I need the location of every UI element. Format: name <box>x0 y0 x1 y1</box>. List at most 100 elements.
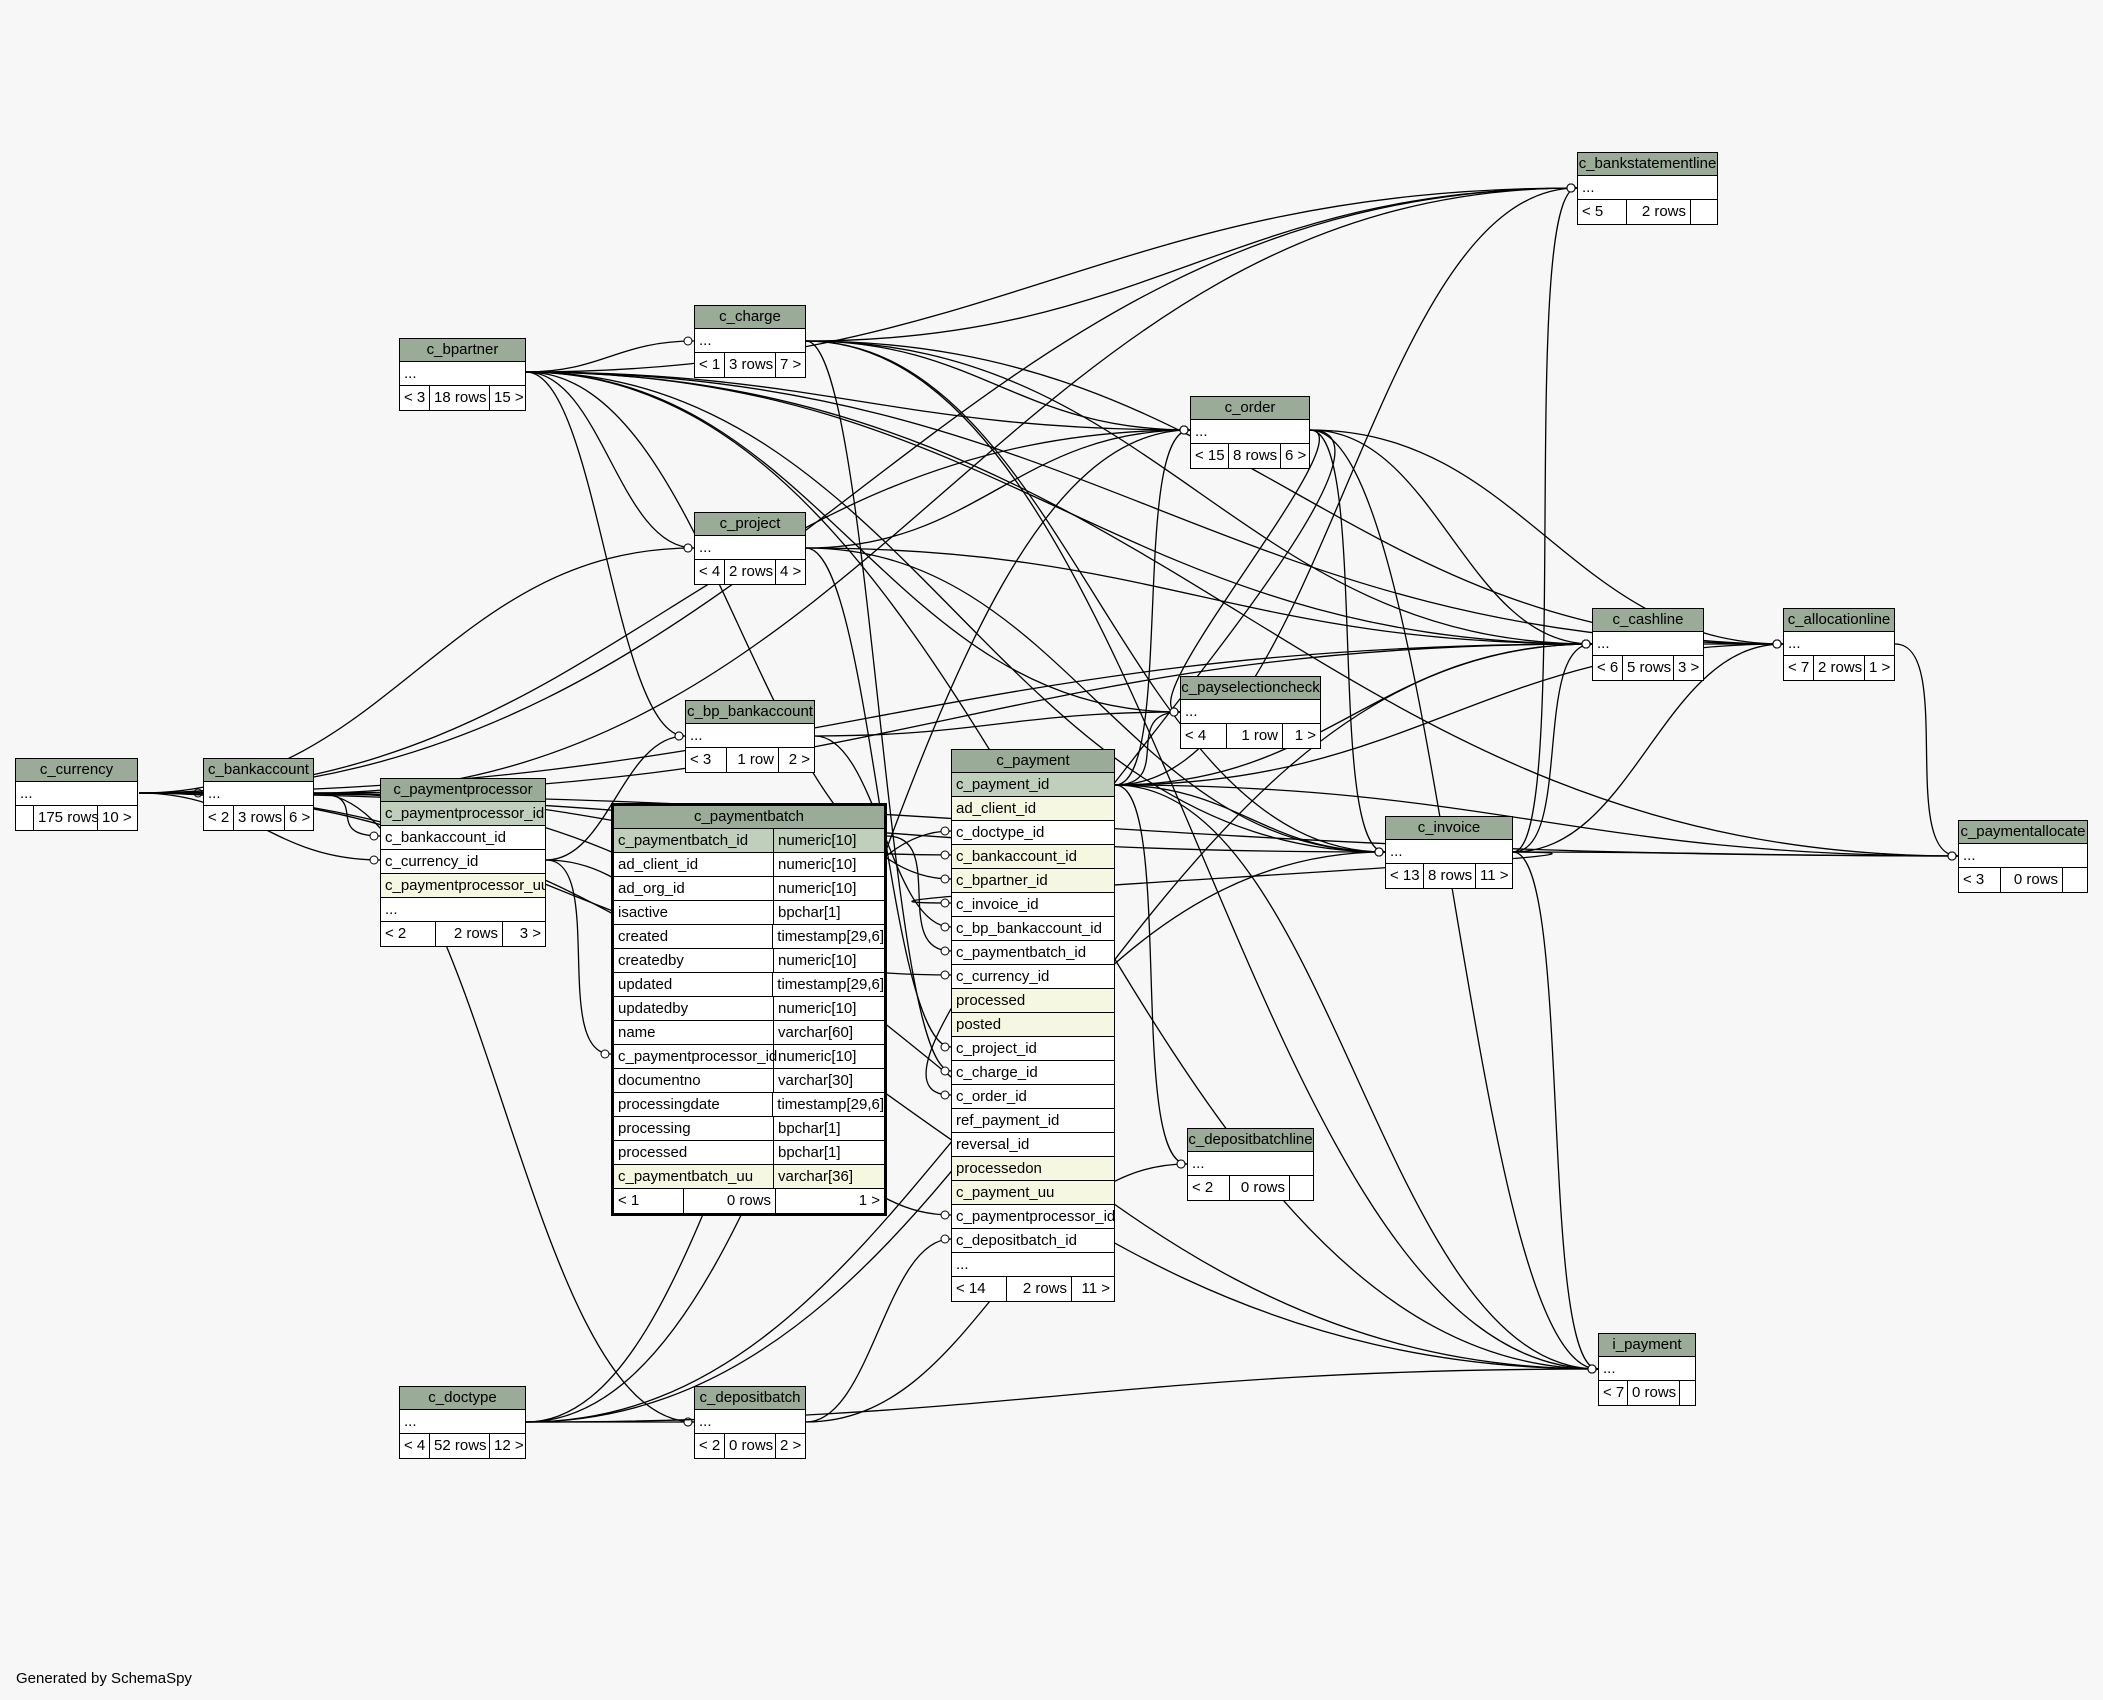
table-title: c_project <box>695 513 805 536</box>
table-footer: < 3 18 rows 15 > <box>400 386 525 410</box>
table-i_payment[interactable]: i_payment ... < 7 0 rows <box>1598 1333 1696 1406</box>
relationship-line <box>805 340 1784 645</box>
column-row: c_bankaccount_id <box>381 826 545 850</box>
table-c_invoice[interactable]: c_invoice ... < 13 8 rows 11 > <box>1385 816 1513 889</box>
row-count: 175 rows <box>34 806 99 830</box>
row-count: 0 rows <box>1230 1176 1290 1200</box>
table-footer: < 14 2 rows 11 > <box>952 1277 1114 1301</box>
table-c_allocationline[interactable]: c_allocationline ... < 7 2 rows 1 > <box>1783 608 1895 681</box>
relationship-line <box>1114 784 1386 853</box>
parents-count: < 3 <box>400 386 430 410</box>
parents-count: < 2 <box>1188 1176 1230 1200</box>
column-name: name <box>614 1021 774 1044</box>
table-footer: < 4 52 rows 12 > <box>400 1434 525 1458</box>
table-c_paymentprocessor[interactable]: c_paymentprocessor c_paymentprocessor_id… <box>380 778 546 947</box>
table-title: c_paymentbatch <box>614 806 884 829</box>
table-c_charge[interactable]: c_charge ... < 1 3 rows 7 > <box>694 305 806 378</box>
column-row: posted <box>952 1013 1114 1037</box>
relationship-line <box>545 859 612 1055</box>
table-c_bpartner[interactable]: c_bpartner ... < 3 18 rows 15 > <box>399 338 526 411</box>
parents-count: < 14 <box>952 1277 1007 1301</box>
table-c_bankstatementline[interactable]: c_bankstatementline ... < 5 2 rows <box>1577 152 1718 225</box>
table-c_project[interactable]: c_project ... < 4 2 rows 4 > <box>694 512 806 585</box>
table-footer: < 5 2 rows <box>1578 200 1717 224</box>
column-row: c_charge_id <box>952 1061 1114 1085</box>
relationship-line <box>313 187 1578 794</box>
table-c_depositbatch[interactable]: c_depositbatch ... < 2 0 rows 2 > <box>694 1386 806 1459</box>
children-count: 2 > <box>780 1437 802 1454</box>
column-row: c_depositbatch_id <box>952 1229 1114 1253</box>
relationship-line <box>525 371 686 737</box>
column-row: processed <box>952 989 1114 1013</box>
ellipsis-row: ... <box>16 782 137 806</box>
column-type: bpchar[1] <box>778 1144 841 1161</box>
table-title: c_payselectioncheck <box>1181 677 1320 700</box>
column-name: created <box>614 925 774 948</box>
optional-marker <box>940 1090 950 1100</box>
ellipsis-row: ... <box>1188 1152 1313 1176</box>
column-type: varchar[60] <box>778 1024 854 1041</box>
column-type: varchar[36] <box>778 1168 854 1185</box>
children-count: 1 > <box>1869 659 1891 676</box>
relationship-line <box>525 371 1784 645</box>
optional-marker <box>1176 1159 1186 1169</box>
table-footer: < 2 0 rows <box>1188 1176 1313 1200</box>
optional-marker <box>940 1210 950 1220</box>
table-c_cashline[interactable]: c_cashline ... < 6 5 rows 3 > <box>1592 608 1704 681</box>
column-row: c_payment_id <box>952 773 1114 797</box>
table-c_paymentallocate[interactable]: c_paymentallocate ... < 3 0 rows <box>1958 820 2088 893</box>
table-title: c_paymentprocessor <box>381 779 545 802</box>
optional-marker <box>683 543 693 553</box>
column-row: ad_client_id <box>952 797 1114 821</box>
column-row: c_currency_id <box>381 850 545 874</box>
table-footer: < 3 1 row 2 > <box>686 748 814 772</box>
column-name: processingdate <box>614 1093 774 1116</box>
relationship-line <box>1114 784 1188 1165</box>
row-count: 3 rows <box>725 353 776 377</box>
relationship-line <box>1309 429 1599 1370</box>
relationship-line <box>1309 429 1593 645</box>
row-count: 2 rows <box>436 922 503 946</box>
parents-count: < 2 <box>381 922 436 946</box>
relationship-line <box>805 547 952 1048</box>
table-c_currency[interactable]: c_currency ... 175 rows 10 > <box>15 758 138 831</box>
table-title: c_paymentallocate <box>1959 821 2087 844</box>
parents-count: < 13 <box>1386 864 1424 888</box>
column-row: c_order_id <box>952 1085 1114 1109</box>
relationship-line <box>805 340 1191 431</box>
table-c_bp_bankaccount[interactable]: c_bp_bankaccount ... < 3 1 row 2 > <box>685 700 815 773</box>
table-c_payment[interactable]: c_payment c_payment_id ad_client_id c_do… <box>951 749 1115 1302</box>
table-c_depositbatchline[interactable]: c_depositbatchline ... < 2 0 rows <box>1187 1128 1314 1201</box>
table-title: c_charge <box>695 306 805 329</box>
table-c_order[interactable]: c_order ... < 15 8 rows 6 > <box>1190 396 1310 469</box>
column-name: ad_client_id <box>614 853 774 876</box>
optional-marker <box>940 898 950 908</box>
optional-marker <box>940 874 950 884</box>
relationship-line <box>525 1368 1599 1423</box>
optional-marker <box>600 1049 610 1059</box>
relationship-line <box>805 340 1599 1370</box>
children-count <box>2063 868 2087 892</box>
table-c_doctype[interactable]: c_doctype ... < 4 52 rows 12 > <box>399 1386 526 1459</box>
table-title: c_invoice <box>1386 817 1512 840</box>
column-row: c_paymentprocessor_id <box>381 802 545 826</box>
optional-marker <box>940 1066 950 1076</box>
table-footer: < 1 0 rows 1 > <box>614 1189 884 1213</box>
relationship-line <box>925 429 1336 1096</box>
column-name: documentno <box>614 1069 774 1092</box>
relationship-line <box>1309 429 1386 853</box>
table-c_payselectioncheck[interactable]: c_payselectioncheck ... < 4 1 row 1 > <box>1180 676 1321 749</box>
ellipsis-row: ... <box>1181 700 1320 724</box>
children-count <box>1691 200 1717 224</box>
row-count: 0 rows <box>684 1189 776 1213</box>
row-count: 5 rows <box>1623 656 1674 680</box>
ellipsis-row: ... <box>695 536 805 560</box>
table-c_bankaccount[interactable]: c_bankaccount ... < 2 3 rows 6 > <box>203 758 314 831</box>
